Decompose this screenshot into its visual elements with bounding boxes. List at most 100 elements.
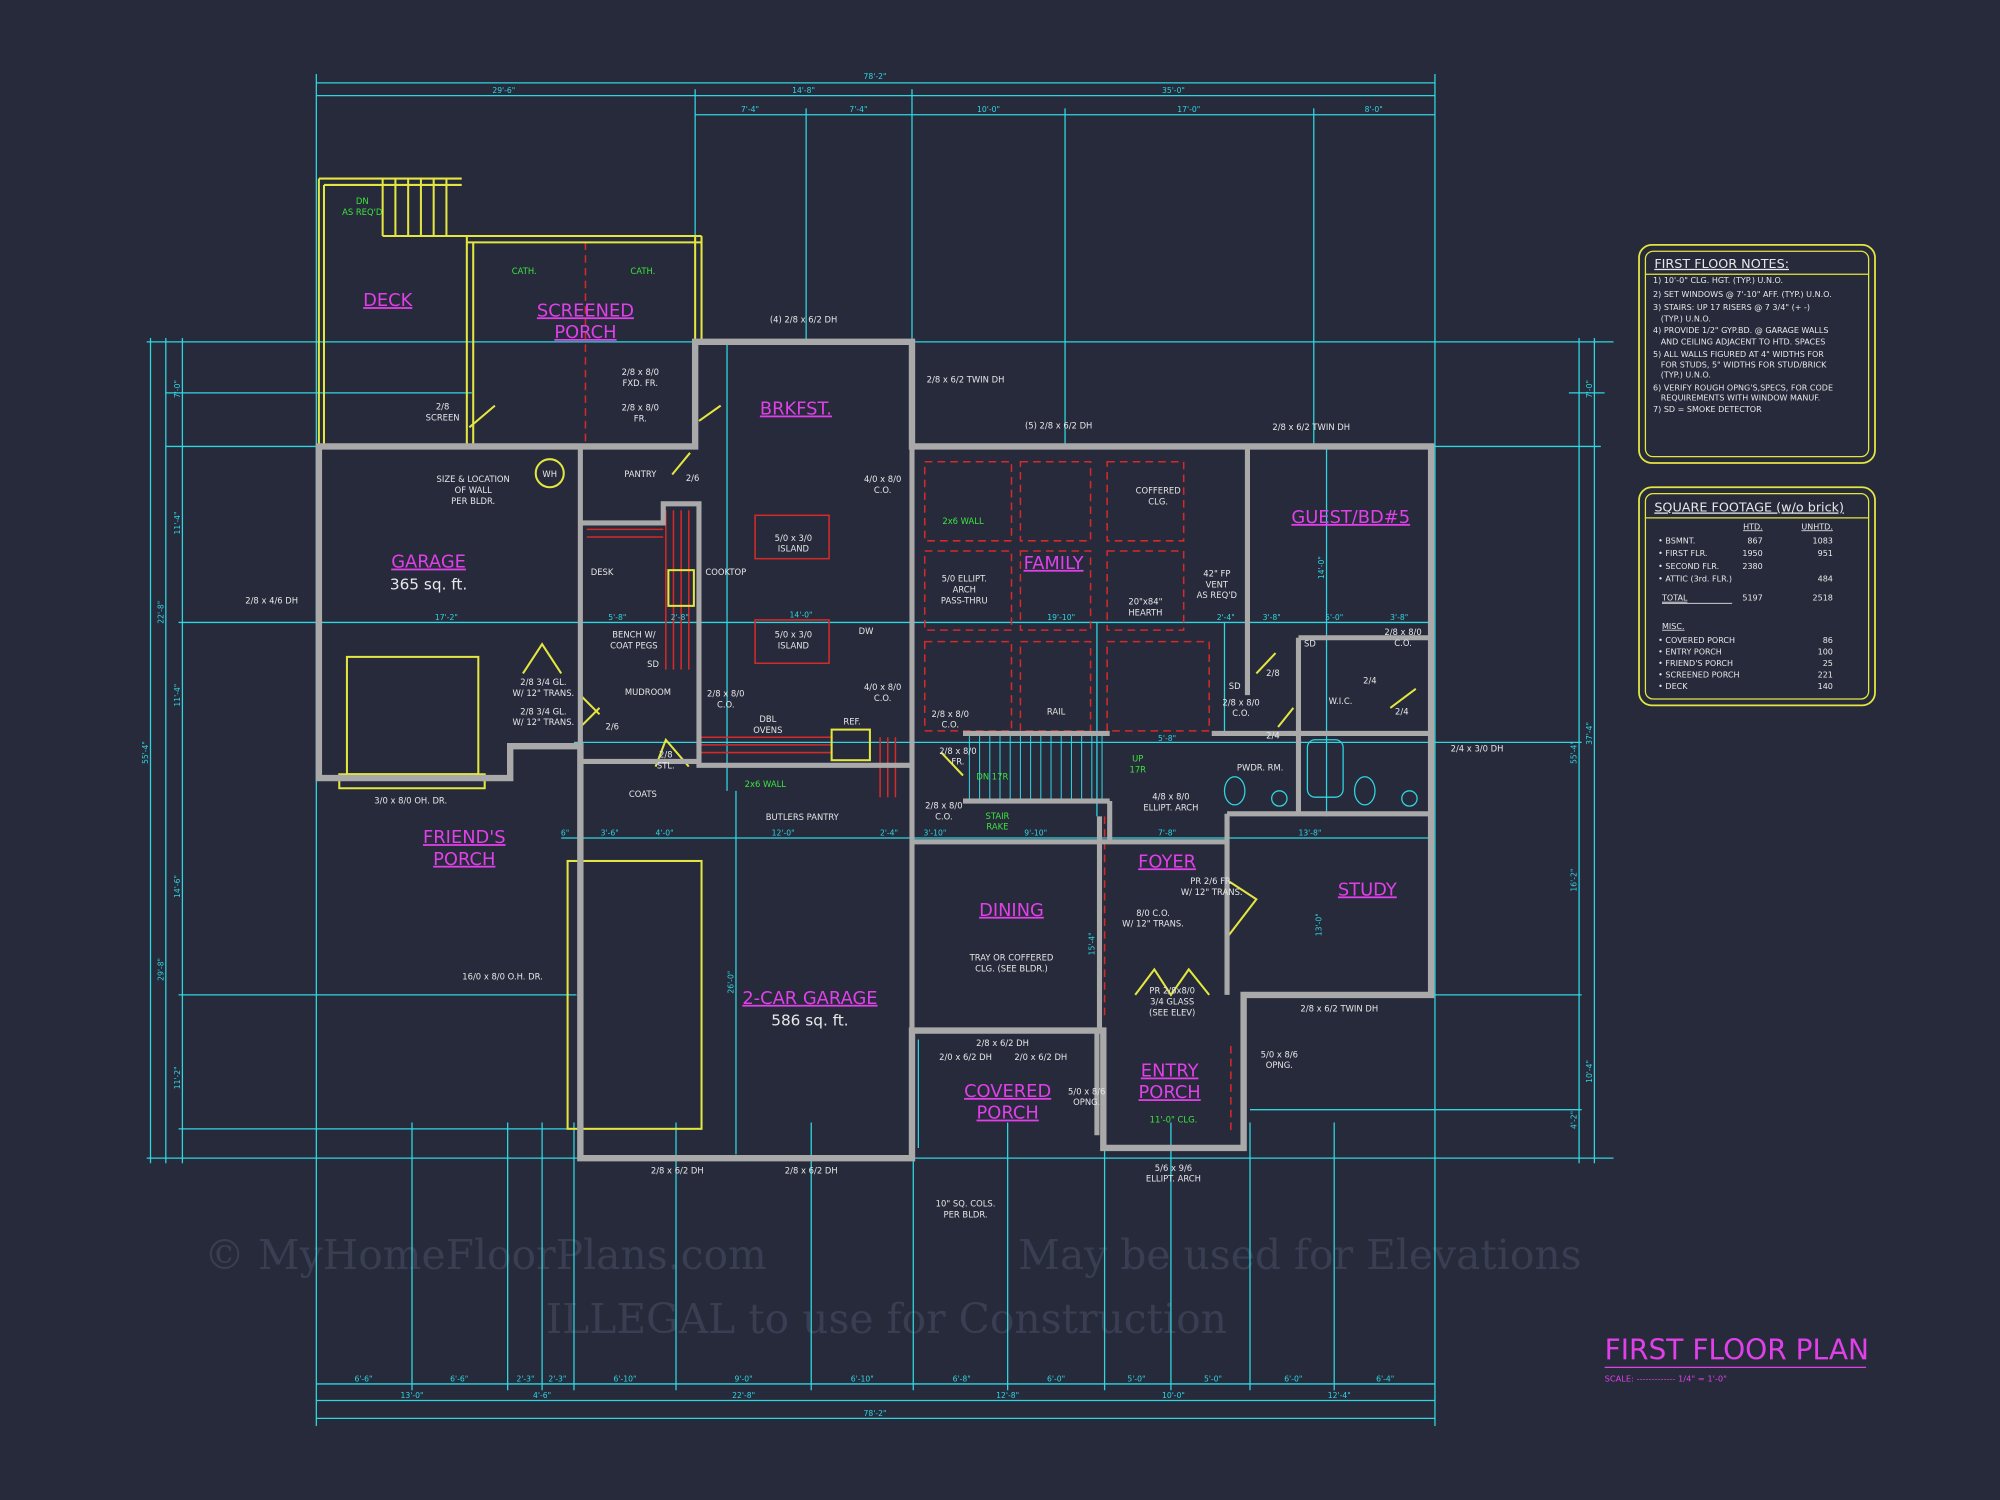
dimension-label: 3'-10"	[923, 828, 946, 837]
note-line: 3) STAIRS: UP 17 RISERS @ 7 3/4" (+ -)	[1653, 303, 1810, 312]
total-unhtd: 2518	[1813, 594, 1833, 603]
callout-text: 2/8 x 6/2 TWIN DH	[1272, 422, 1350, 432]
sink-icon	[1401, 790, 1418, 807]
watermark-text: May be used for Elevations	[1018, 1231, 1581, 1279]
green-note: 2x6 WALL	[942, 516, 984, 526]
callout-text: 3/0 x 8/0 OH. DR.	[374, 796, 447, 806]
dimension-label: 3'-8"	[1390, 613, 1408, 622]
sqft-row-label: • ATTIC (3rd. FLR.)	[1658, 575, 1732, 584]
callout-text: 2/0 x 6/2 DH	[1014, 1052, 1067, 1062]
dimension-label: 9'-10"	[1024, 828, 1047, 837]
dimension-label: 4'-0"	[655, 828, 673, 837]
dimension-label: 17'-2"	[435, 613, 458, 622]
callout-text: W.I.C.	[1329, 696, 1353, 706]
water-heater-icon	[534, 458, 565, 489]
dimension-label: 2'-3"	[548, 1374, 566, 1383]
plan-title: FIRST FLOOR PLAN	[1605, 1334, 1869, 1367]
plan-scale: SCALE: ------------- 1/4" = 1'-0"	[1605, 1373, 1728, 1383]
dimension-label: 2'-3"	[516, 1374, 534, 1383]
note-line: 6) VERIFY ROUGH OPNG'S,SPECS, FOR CODE	[1653, 383, 1833, 392]
square-footage-panel: SQUARE FOOTAGE (w/o brick) HTD. UNHTD. •…	[1638, 486, 1876, 707]
dimension-label: 6"	[561, 828, 569, 837]
sqft-row-unhtd: 951	[1818, 549, 1833, 558]
dimension-label: 2'-4"	[1217, 613, 1235, 622]
dimension-label: 6'-10"	[851, 1374, 874, 1383]
dimension-label: 5'-8"	[608, 613, 626, 622]
dimension-label: 7'-0"	[1585, 380, 1594, 398]
misc-row-label: • SCREENED PORCH	[1658, 670, 1739, 679]
callout-text: 2/8	[1266, 668, 1280, 678]
callout-text: 20"x84"HEARTH	[1128, 597, 1162, 618]
misc-row-value: 221	[1818, 670, 1833, 679]
green-note: DN 17R	[976, 771, 1008, 781]
htd-header: HTD.	[1743, 522, 1763, 531]
dimension-label: 7'-4"	[849, 105, 867, 114]
dimension-label: 78'-2"	[864, 72, 887, 81]
callout-text: MUDROOM	[625, 687, 671, 697]
callout-text: 8/0 C.O.W/ 12" TRANS.	[1122, 908, 1184, 929]
dimension-label: 6'-0"	[1284, 1374, 1302, 1383]
room-label: BRKFST.	[760, 399, 832, 420]
dimension-label: 10'-0"	[977, 105, 1000, 114]
sqft-row-unhtd: 484	[1818, 575, 1833, 584]
note-line: (TYP.) U.N.O.	[1661, 371, 1711, 380]
dimension-label: 2'-8"	[671, 613, 689, 622]
stairs	[968, 735, 1418, 807]
dimension-label: 6'-10"	[614, 1374, 637, 1383]
callout-text: SD	[1229, 681, 1241, 691]
dimension-label: 22'-8"	[156, 601, 165, 624]
island	[754, 619, 830, 665]
ceiling-lines	[584, 242, 1232, 1136]
dimension-label: 16'-2"	[1570, 869, 1579, 892]
dimension-label: 5'-8"	[1158, 734, 1176, 743]
callout-text: BENCH W/COAT PEGS	[610, 630, 657, 651]
first-floor-notes-panel: FIRST FLOOR NOTES: 1) 10'-0" CLG. HGT. (…	[1638, 244, 1876, 464]
note-line: (TYP.) U.N.O.	[1661, 314, 1711, 323]
room-label: DECK	[363, 290, 413, 311]
callout-text: COOKTOP	[705, 567, 746, 577]
dimension-label: 3'-6"	[601, 828, 619, 837]
sqft-row-label: • BSMNT.	[1658, 536, 1695, 545]
sqft-title: SQUARE FOOTAGE (w/o brick)	[1654, 500, 1844, 515]
dimension-label: 37'-4"	[1585, 722, 1594, 745]
note-line: REQUIREMENTS WITH WINDOW MANUF.	[1661, 394, 1820, 403]
sqft-row-label: • SECOND FLR.	[1658, 562, 1719, 571]
dimension-label: 5'-0"	[1204, 1374, 1222, 1383]
dimension-label: 29'-6"	[492, 86, 515, 95]
dimension-label: 29'-8"	[156, 958, 165, 981]
callout-text: 2/8 x 4/6 DH	[245, 595, 298, 605]
note-line: 4) PROVIDE 1/2" GYP.BD. @ GARAGE WALLS	[1653, 326, 1828, 335]
dimension-label: 11'-4"	[173, 511, 182, 534]
dimension-label: 8'-0"	[1365, 105, 1383, 114]
callout-text: 2/8 x 6/2 TWIN DH	[927, 375, 1005, 385]
dimension-label: 13'-0"	[1314, 913, 1323, 936]
sqft-row-label: • FIRST FLR.	[1658, 549, 1707, 558]
dimension-label: 6'-4"	[1376, 1374, 1394, 1383]
callout-text: PWDR. RM.	[1237, 762, 1284, 772]
dimension-label: 4'-2"	[1570, 1111, 1579, 1129]
note-line: FOR STUDS, 5" WIDTHS FOR STUD/BRICK	[1661, 360, 1827, 369]
room-label: GARAGE	[391, 552, 466, 573]
callout-text: 2/8 3/4 GL.W/ 12" TRANS.	[513, 706, 575, 727]
room-label: 2-CAR GARAGE	[742, 988, 877, 1009]
callout-text: 2/4 x 3/0 DH	[1451, 743, 1504, 753]
dimension-label: 6'-6"	[450, 1374, 468, 1383]
callout-text: (4) 2/8 x 6/2 DH	[770, 315, 837, 325]
dimension-label: 11'-4"	[173, 684, 182, 707]
room-label: STUDY	[1338, 879, 1397, 900]
